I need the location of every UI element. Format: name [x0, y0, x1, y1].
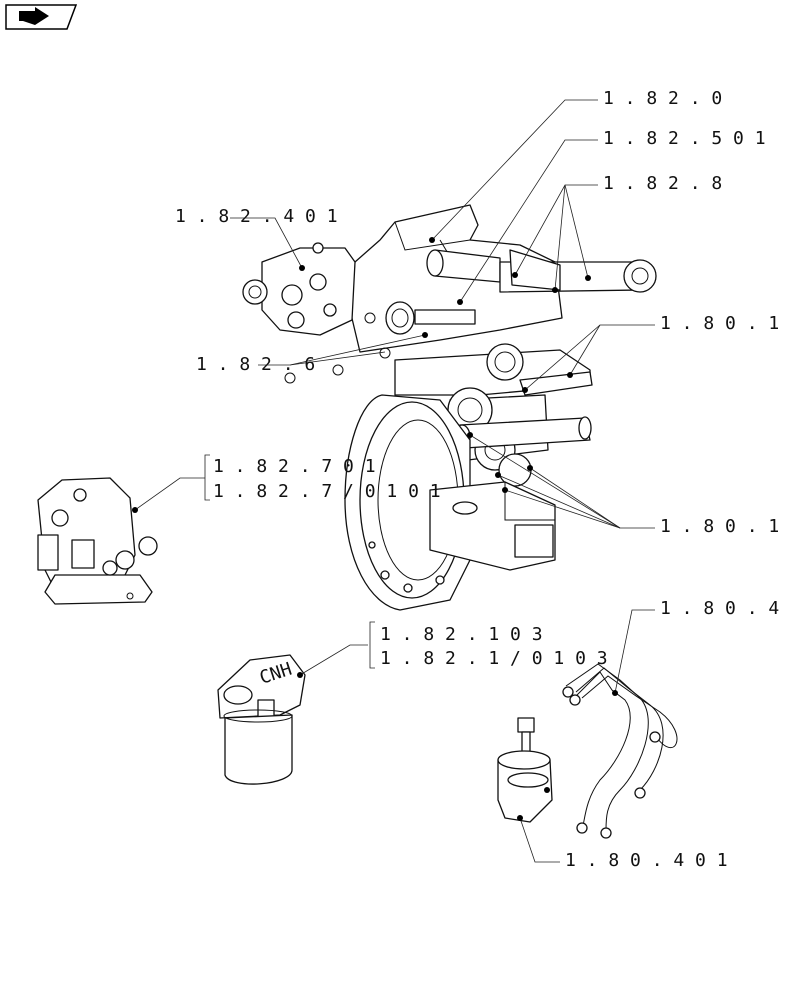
lift-assembly-illustration [242, 204, 657, 611]
ref-1-82-0[interactable]: 1 . 8 2 . 0 [603, 88, 722, 109]
leader-lines [132, 99, 655, 863]
oil-filter-illustration: CNH [217, 654, 306, 785]
callout-labels: 1 . 8 2 . 0 1 . 8 2 . 5 0 1 1 . 8 2 . 8 … [175, 88, 779, 871]
ref-1-82-1-01-03[interactable]: 1 . 8 2 . 1 / 0 1 0 3 [380, 648, 608, 669]
ref-1-82-4-01[interactable]: 1 . 8 2 . 4 0 1 [175, 206, 338, 227]
ref-1-82-5-01[interactable]: 1 . 8 2 . 5 0 1 [603, 128, 766, 149]
ref-1-82-7-01[interactable]: 1 . 8 2 . 7 0 1 [213, 456, 376, 477]
forward-nav-button[interactable] [5, 4, 77, 30]
forward-arrow-icon [19, 7, 49, 25]
ref-1-80-4-01[interactable]: 1 . 8 0 . 4 0 1 [565, 850, 728, 871]
ref-1-82-6[interactable]: 1 . 8 2 . 6 [196, 354, 315, 375]
ref-1-80-1-upper[interactable]: 1 . 8 0 . 1 [660, 313, 779, 334]
ref-1-80-4[interactable]: 1 . 8 0 . 4 [660, 598, 779, 619]
ref-1-82-8[interactable]: 1 . 8 2 . 8 [603, 173, 722, 194]
ref-1-80-1-lower[interactable]: 1 . 8 0 . 1 [660, 516, 779, 537]
ref-1-82-1-03[interactable]: 1 . 8 2 . 1 0 3 [380, 624, 543, 645]
solenoid-valve-illustration [497, 717, 553, 823]
hydraulic-pipes-illustration [562, 663, 678, 839]
ref-1-82-7-01-01[interactable]: 1 . 8 2 . 7 / 0 1 0 1 [213, 481, 441, 502]
control-valve-illustration [37, 477, 158, 605]
